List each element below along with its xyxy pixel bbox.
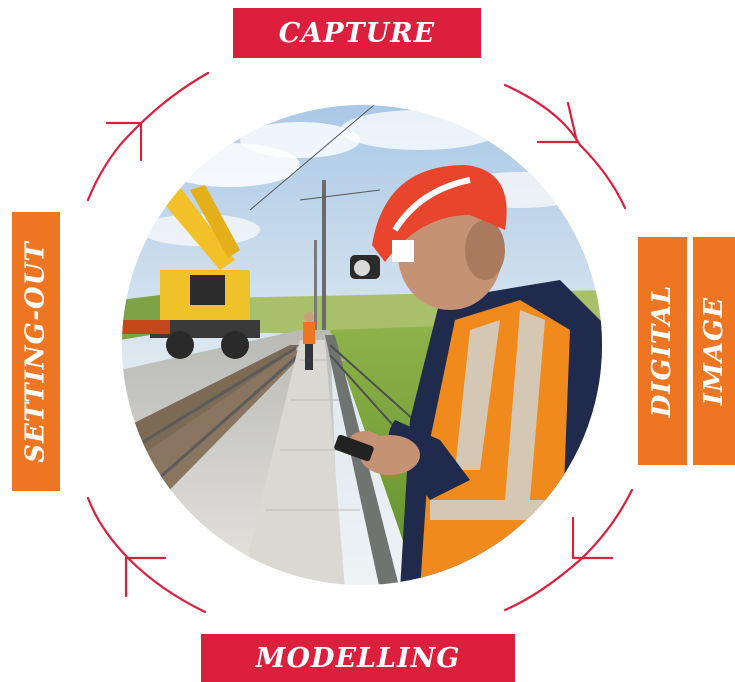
stage-capture-label: CAPTURE (278, 17, 436, 49)
arrow-modelling-to-setting (86, 496, 207, 614)
stage-modelling-label: MODELLING (255, 642, 461, 674)
stage-setting-out: SETTING-OUT (12, 212, 60, 491)
stage-image-label: IMAGE (699, 296, 730, 406)
arrow-capture-to-digital (503, 83, 627, 210)
site-photo (122, 105, 602, 585)
stage-image: IMAGE (693, 237, 735, 465)
arrow-setting-to-capture (86, 71, 210, 202)
stage-digital: DIGITAL (638, 237, 687, 465)
stage-modelling: MODELLING (201, 634, 515, 682)
arrow-digital-to-modelling (503, 488, 634, 612)
stage-digital-label: DIGITAL (647, 284, 678, 418)
stage-capture: CAPTURE (233, 8, 481, 58)
stage-setting-out-label: SETTING-OUT (21, 240, 51, 463)
